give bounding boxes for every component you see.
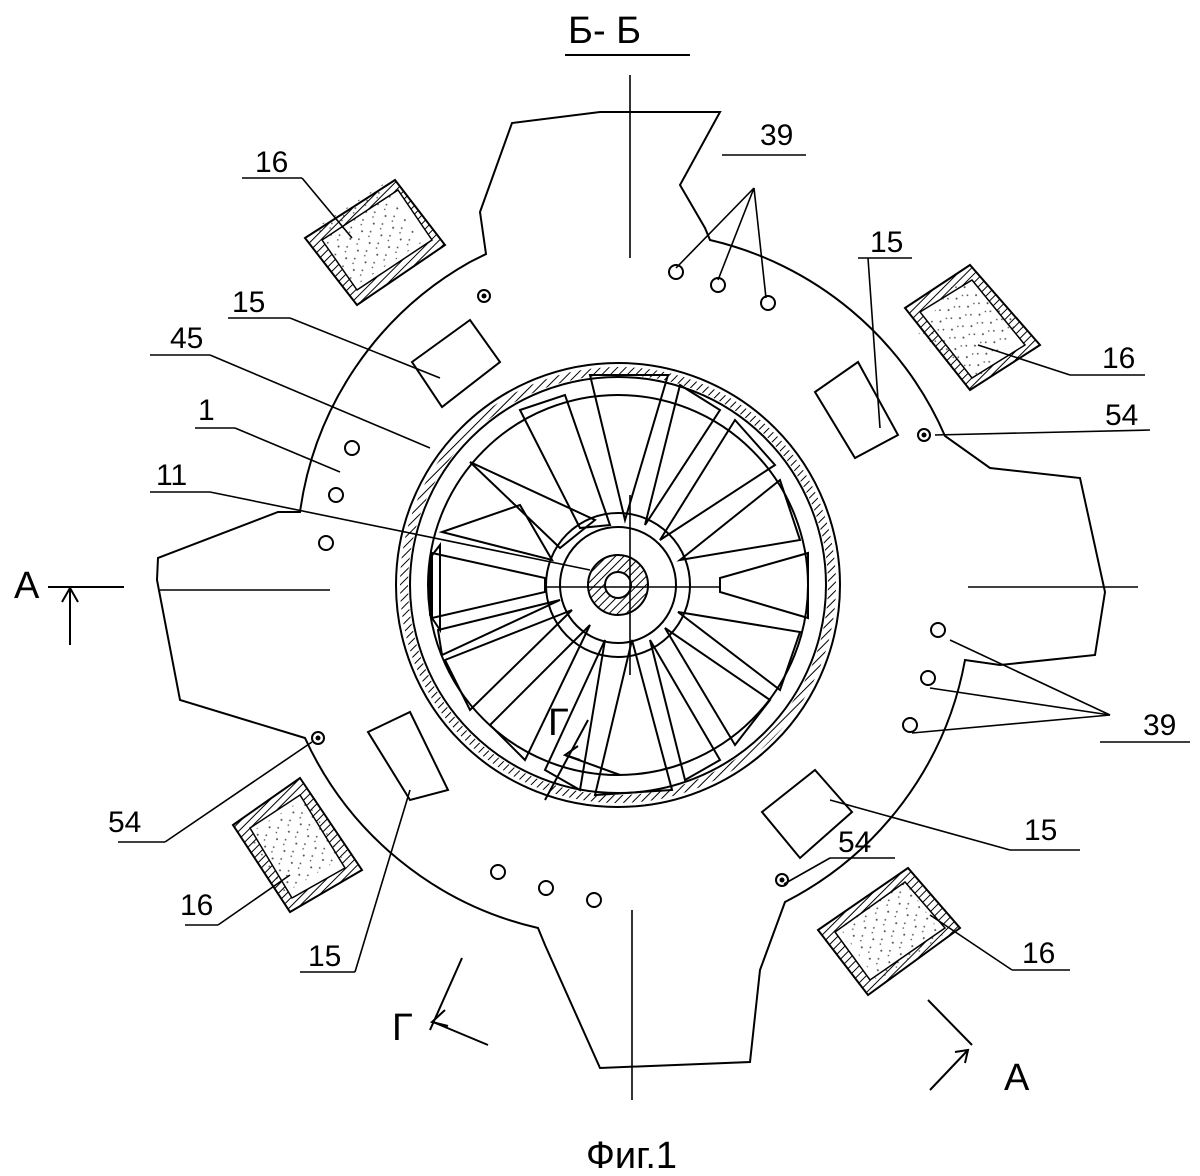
section-mark-g-inner: Г bbox=[548, 702, 569, 744]
section-mark-g-outer: Г bbox=[392, 1007, 413, 1049]
housing-outline bbox=[155, 111, 1107, 1070]
inner-slots bbox=[366, 318, 900, 860]
figure-caption: Фиг.1 bbox=[586, 1135, 677, 1176]
callout-1: 1 bbox=[198, 394, 215, 427]
bearing-ring-hatched bbox=[400, 367, 836, 803]
callout-15-top-left: 15 bbox=[232, 286, 265, 319]
holes bbox=[318, 264, 946, 908]
section-title: Б- Б bbox=[568, 10, 641, 52]
shaft-core bbox=[604, 571, 632, 599]
center-lines bbox=[160, 75, 1138, 1100]
callout-16-bottom-right: 16 bbox=[1022, 937, 1055, 970]
callout-16-top-right: 16 bbox=[1102, 342, 1135, 375]
fittings bbox=[311, 289, 931, 887]
section-marks bbox=[48, 585, 973, 1091]
section-mark-a-left: А bbox=[14, 565, 40, 607]
callout-39-right: 39 bbox=[1143, 709, 1176, 742]
callout-15-bottom-left: 15 bbox=[308, 940, 341, 973]
outer-pads bbox=[231, 178, 1042, 997]
bearing-ring-outer bbox=[395, 362, 841, 808]
callout-15-top-right: 15 bbox=[870, 226, 903, 259]
callout-16-bottom-left: 16 bbox=[180, 889, 213, 922]
callout-11: 11 bbox=[156, 459, 187, 492]
callout-54-bottom-right: 54 bbox=[838, 826, 871, 859]
callout-54-right: 54 bbox=[1105, 399, 1138, 432]
callout-16-top-left: 16 bbox=[255, 146, 288, 179]
shaft-outer bbox=[559, 526, 677, 644]
callout-45: 45 bbox=[170, 322, 203, 355]
section-mark-a-right: А bbox=[1004, 1057, 1030, 1099]
callout-39-top: 39 bbox=[760, 119, 793, 152]
callout-54-bottom-left: 54 bbox=[108, 806, 141, 839]
leader-lines bbox=[118, 154, 1190, 973]
callout-15-bottom-right: 15 bbox=[1024, 814, 1057, 847]
